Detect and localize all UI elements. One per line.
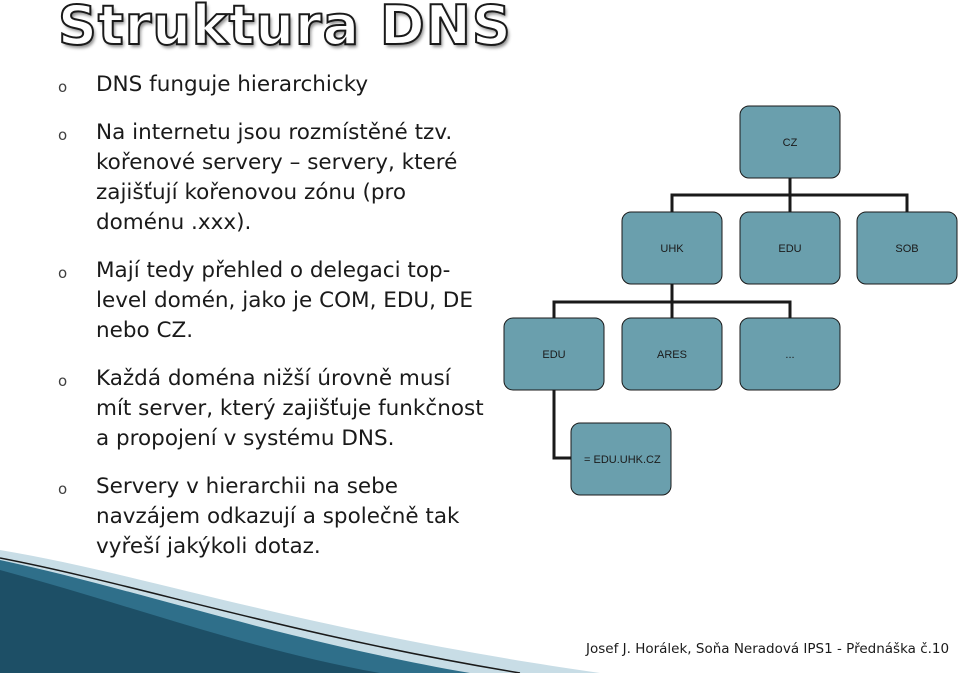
node-edu-uhk-cz: = EDU.UHK.CZ xyxy=(570,422,672,496)
node-ares: ARES xyxy=(621,317,723,391)
bullet-text: Mají tedy přehled o delegaci top-level d… xyxy=(96,258,473,343)
list-item: o Mají tedy přehled o delegaci top-level… xyxy=(58,256,488,346)
list-item: o DNS funguje hierarchicky xyxy=(58,70,488,100)
list-item: o Servery v hierarchii na sebe navzájem … xyxy=(58,472,488,562)
node-uhk: UHK xyxy=(621,211,723,285)
bullet-text: Každá doména nižší úrovně musí mít serve… xyxy=(96,366,484,451)
bullet-text: Na internetu jsou rozmístěné tzv. kořeno… xyxy=(96,120,458,235)
slide-title: Struktura DNS xyxy=(57,0,512,58)
node-label: EDU xyxy=(778,243,801,255)
node-cz: CZ xyxy=(739,105,841,179)
node-edu: EDU xyxy=(503,317,605,391)
circle-bullet-icon: o xyxy=(58,126,68,144)
node-label: CZ xyxy=(783,137,798,149)
node-label: = EDU.UHK.CZ xyxy=(584,454,661,466)
circle-bullet-icon: o xyxy=(58,480,68,498)
node-label: ... xyxy=(785,349,794,361)
node-label: UHK xyxy=(660,243,684,255)
circle-bullet-icon: o xyxy=(58,264,68,282)
connector-cz-level1 xyxy=(670,178,909,212)
list-item: o Každá doména nižší úrovně musí mít ser… xyxy=(58,364,488,454)
decorative-wave xyxy=(0,550,600,673)
node-label: EDU xyxy=(542,349,565,361)
connector-edu-level3 xyxy=(552,390,571,460)
slide-footer: Josef J. Horálek, Soňa Neradová IPS1 - P… xyxy=(586,641,950,657)
circle-bullet-icon: o xyxy=(58,372,68,390)
bullet-list: o DNS funguje hierarchicky o Na internet… xyxy=(58,70,488,580)
list-item: o Na internetu jsou rozmístěné tzv. koře… xyxy=(58,118,488,238)
node-label: ARES xyxy=(657,349,687,361)
bullet-text: DNS funguje hierarchicky xyxy=(96,72,369,97)
node-ellipsis: ... xyxy=(739,317,841,391)
node-label: SOB xyxy=(895,243,918,255)
node-edu-top: EDU xyxy=(739,211,841,285)
bullet-text: Servery v hierarchii na sebe navzájem od… xyxy=(96,474,460,559)
connector-uhk-level2 xyxy=(552,284,792,318)
node-sob: SOB xyxy=(856,211,958,285)
circle-bullet-icon: o xyxy=(58,78,68,96)
tree-connectors xyxy=(552,178,909,460)
